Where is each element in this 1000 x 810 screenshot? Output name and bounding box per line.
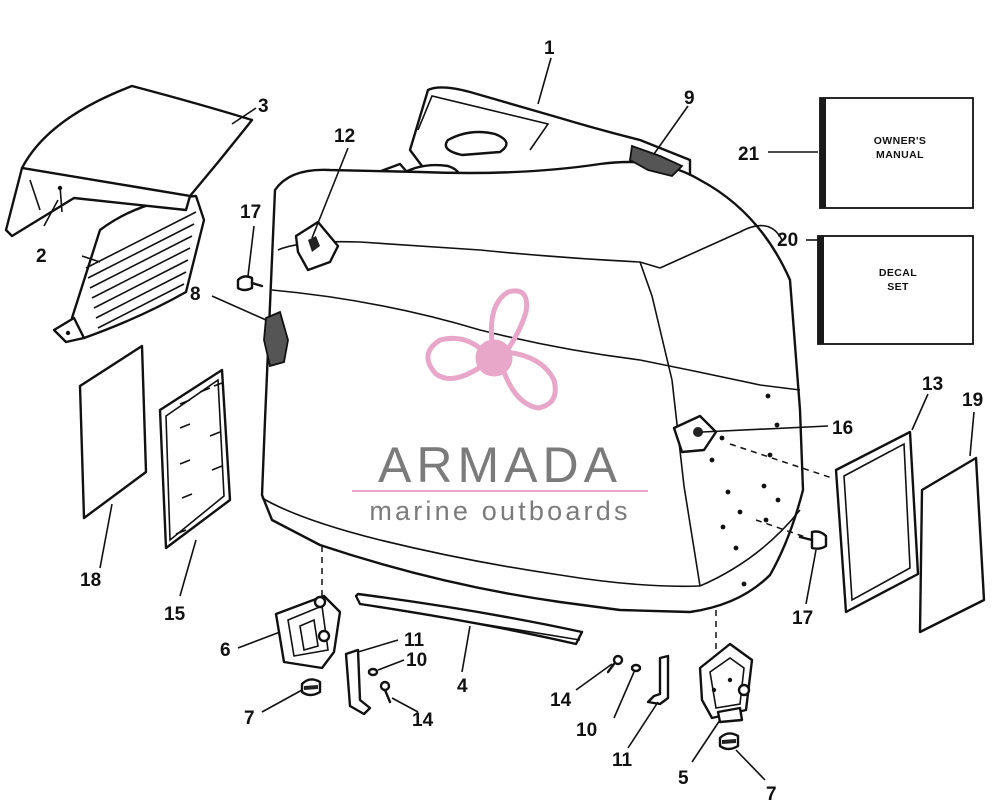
callout-1: 1 <box>544 38 555 59</box>
part-12-emblem <box>294 220 340 272</box>
callout-14-right: 14 <box>550 690 572 711</box>
decal-set-line1: DECAL <box>879 267 917 279</box>
part-18-gasket <box>78 344 148 520</box>
part-11-clip-right <box>646 654 670 706</box>
part-1-motor-cover <box>260 86 805 614</box>
callout-11-right: 11 <box>612 750 633 771</box>
part-2-air-intake-grille <box>52 194 206 344</box>
part-14-screw-left <box>379 680 392 704</box>
part-17-screw-left <box>236 275 264 292</box>
part-13-plate <box>834 430 920 614</box>
callout-7-left: 7 <box>244 708 255 729</box>
propeller-logo-icon <box>425 288 558 411</box>
callout-13: 13 <box>922 374 943 395</box>
watermark-brand: ARMADA <box>378 437 622 493</box>
decal-set-line2: SET <box>887 281 909 293</box>
watermark-tagline: marine outboards <box>369 496 630 526</box>
callout-9: 9 <box>684 88 695 109</box>
part-14-screw-right <box>606 654 624 674</box>
callout-18: 18 <box>80 570 101 591</box>
watermark-divider <box>352 490 648 492</box>
callout-numbers: 1 2 3 4 5 6 7 7 8 9 10 10 11 11 12 13 14… <box>36 38 983 805</box>
owners-manual-line2: MANUAL <box>876 149 924 161</box>
assembly-guide-lines <box>321 443 833 650</box>
callout-2: 2 <box>36 246 47 267</box>
part-5-hinge-bracket <box>698 642 754 724</box>
part-10-washer-left <box>367 667 379 677</box>
callout-10-left: 10 <box>406 650 427 671</box>
callout-11-left: 11 <box>404 630 425 651</box>
owners-manual-line1: OWNER'S <box>874 135 927 147</box>
part-10-washer-right <box>630 663 642 673</box>
callout-6: 6 <box>220 640 231 661</box>
part-20-decal-set: DECAL SET <box>817 235 974 345</box>
part-11-clip-left <box>344 648 372 716</box>
callout-8: 8 <box>190 284 201 305</box>
part-21-owners-manual: OWNER'S MANUAL <box>819 97 974 209</box>
callout-17-right: 17 <box>792 608 813 629</box>
callout-20: 20 <box>777 230 798 251</box>
part-17-screw-right <box>798 530 828 550</box>
callout-21: 21 <box>738 144 760 165</box>
part-19-gasket <box>918 456 986 634</box>
part-4-seal-strip <box>354 592 584 646</box>
part-3-top-cover <box>4 84 254 238</box>
part-8-seal <box>263 310 289 368</box>
callout-19: 19 <box>962 390 983 411</box>
leader-lines <box>81 57 975 781</box>
callout-17-left: 17 <box>240 202 261 223</box>
callout-3: 3 <box>258 96 269 117</box>
callout-7-right: 7 <box>766 784 777 805</box>
part-9-seal <box>629 144 684 177</box>
callout-14-left: 14 <box>412 710 434 731</box>
callout-16: 16 <box>832 418 853 439</box>
callout-15: 15 <box>164 604 186 625</box>
armada-watermark: ARMADA marine outboards <box>352 288 648 526</box>
callout-5: 5 <box>678 768 689 789</box>
part-15-plate <box>158 368 232 550</box>
part-7-bumper-right <box>718 732 740 751</box>
part-6-hinge-bracket <box>274 594 342 670</box>
callout-10-right: 10 <box>576 720 597 741</box>
part-7-bumper-left <box>300 678 322 697</box>
callout-12: 12 <box>334 126 355 147</box>
callout-4: 4 <box>457 676 468 697</box>
part-16-emblem <box>672 414 718 454</box>
